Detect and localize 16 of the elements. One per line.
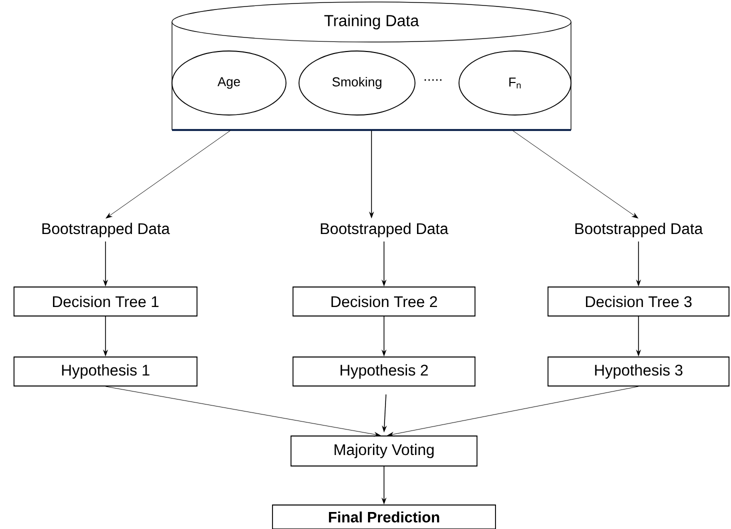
arrow (106, 130, 231, 218)
data-label: Bootstrapped Data (320, 222, 448, 238)
process-box: Hypothesis 2 (292, 356, 476, 386)
process-box: Decision Tree 3 (548, 286, 730, 316)
result-box: Final Prediction (272, 504, 496, 529)
arrow (105, 386, 381, 437)
process-box: Decision Tree 1 (14, 286, 198, 316)
data-label: Bootstrapped Data (575, 222, 703, 238)
arrow (387, 386, 639, 437)
process-box: Hypothesis 3 (548, 356, 730, 386)
process-box: Majority Voting (290, 436, 478, 466)
data-label: Bootstrapped Data (42, 222, 170, 238)
ellipsis-dots: ..... (424, 79, 442, 81)
process-box: Decision Tree 2 (292, 286, 476, 316)
process-box: Hypothesis 1 (14, 356, 198, 386)
arrow (512, 130, 638, 218)
